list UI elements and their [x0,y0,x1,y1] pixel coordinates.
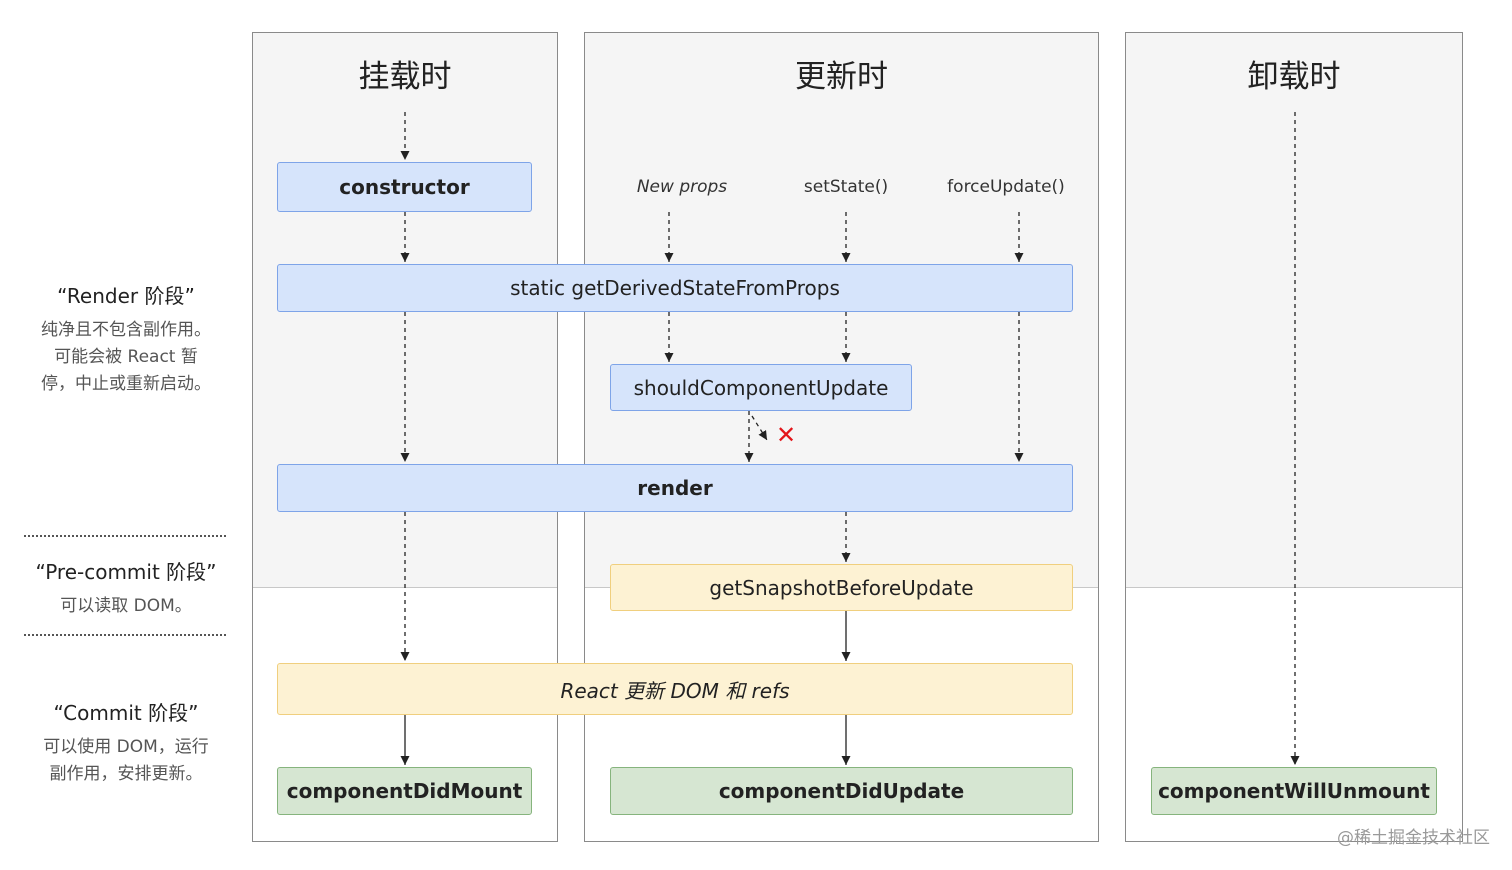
render-phase-desc-line: 纯净且不包含副作用。 [41,320,211,340]
precommit-phase-description: 可以读取 DOM。 [14,593,238,620]
trigger-new-props: New props [636,177,728,197]
render-phase-description: 纯净且不包含副作用。 可能会被 React 暂 停，中止或重新启动。 [14,317,238,398]
mount-column-title: 挂载时 [358,59,452,95]
react-updates-dom-node: React 更新 DOM 和 refs [277,663,1073,715]
precommit-phase-label: “Pre-commit 阶段” 可以读取 DOM。 [14,556,238,620]
component-did-mount-node: componentDidMount [277,767,532,815]
render-phase-desc-line: 停，中止或重新启动。 [41,374,211,394]
unmount-column: 卸载时 [1125,32,1463,842]
commit-phase-title: “Commit 阶段” [53,701,199,725]
commit-phase-label: “Commit 阶段” 可以使用 DOM，运行 副作用，安排更新。 [14,697,238,788]
trigger-force-update: forceUpdate() [947,177,1065,197]
get-snapshot-before-update-node: getSnapshotBeforeUpdate [610,564,1073,611]
constructor-node: constructor [277,162,532,212]
cancel-mark-icon: ✕ [776,421,796,449]
arrow-should-update-to-cancel [751,415,768,441]
render-phase-title: “Render 阶段” [57,284,195,308]
phase-divider [24,535,226,537]
get-derived-state-from-props-node: static getDerivedStateFromProps [277,264,1073,312]
should-component-update-node: shouldComponentUpdate [610,364,912,411]
component-will-unmount-node: componentWillUnmount [1151,767,1437,815]
commit-phase-desc-line: 可以使用 DOM，运行 [43,737,209,757]
unmount-column-title: 卸载时 [1247,59,1341,95]
phase-divider [24,634,226,636]
precommit-phase-title: “Pre-commit 阶段” [35,560,217,584]
render-phase-desc-line: 可能会被 React 暂 [54,347,198,367]
commit-phase-description: 可以使用 DOM，运行 副作用，安排更新。 [14,734,238,788]
component-did-update-node: componentDidUpdate [610,767,1073,815]
update-column-title: 更新时 [795,59,888,95]
render-phase-label: “Render 阶段” 纯净且不包含副作用。 可能会被 React 暂 停，中止… [14,280,238,398]
precommit-phase-desc-line: 可以读取 DOM。 [60,596,192,616]
trigger-set-state: setState() [803,177,889,197]
render-node: render [277,464,1073,512]
render-phase-band [1126,33,1462,588]
watermark: @稀土掘金技术社区 [1337,828,1490,848]
commit-phase-desc-line: 副作用，安排更新。 [49,764,203,784]
